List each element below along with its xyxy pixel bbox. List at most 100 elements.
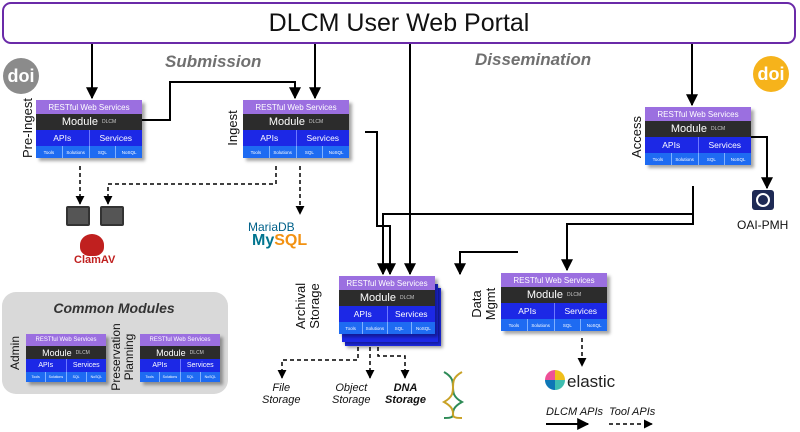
solutions-cell: Solutions: [159, 372, 179, 382]
nosql-cell: NoSQL: [85, 372, 106, 382]
rws-bar: RESTful Web Services: [501, 273, 607, 287]
access-to-archival: [377, 186, 694, 276]
nosql-cell: NoSQL: [115, 146, 142, 158]
services-cell: Services: [553, 303, 608, 319]
label-line: Storage: [262, 394, 301, 406]
rws-bar: RESTful Web Services: [243, 100, 349, 114]
module-name: Module: [156, 347, 186, 358]
label-line: Preservation: [109, 323, 123, 391]
services-cell: Services: [65, 359, 107, 372]
services-cell: Services: [386, 306, 436, 322]
hard-disk-icon: [66, 206, 90, 226]
sql-cell: SQL: [697, 153, 725, 165]
dissemination-heading: Dissemination: [475, 50, 592, 69]
tools-cell: Tools: [652, 156, 664, 162]
rws-bar: RESTful Web Services: [26, 334, 106, 346]
data-mgmt-to-archival: [454, 251, 518, 276]
doi-icon: doi: [3, 58, 39, 94]
clamav-label: ClamAV: [74, 254, 116, 266]
legend-dlcm-apis: DLCM APIs: [546, 406, 604, 418]
rws-bar: RESTful Web Services: [140, 334, 220, 346]
mariadb-label: MariaDB: [248, 220, 295, 234]
label-line: Mgmt: [483, 287, 498, 321]
admin-label: Admin: [8, 336, 22, 371]
portal-title: DLCM User Web Portal: [268, 8, 530, 37]
label-line: Object: [335, 382, 368, 394]
solutions-cell: Solutions: [45, 372, 65, 382]
dlcm-logo: DLCM: [101, 119, 117, 125]
label-line: Planning: [122, 333, 136, 381]
common-modules-title: Common Modules: [53, 300, 175, 316]
pre-ingest-label: Pre-Ingest: [20, 98, 35, 158]
access-label: Access: [629, 116, 644, 158]
solutions-cell: Solutions: [526, 319, 554, 331]
legend-tool-apis: Tool APIs: [609, 406, 656, 418]
apis-cell: APIs: [662, 140, 681, 150]
tools-cell: Tools: [43, 149, 55, 155]
label-line: Storage: [385, 394, 426, 406]
dlcm-logo: DLCM: [75, 349, 90, 356]
label-line: Archival: [293, 282, 308, 330]
label-line: Storage: [307, 283, 322, 329]
pre-ingest-to-ingest: [142, 81, 301, 121]
ingest-label: Ingest: [225, 110, 240, 146]
nosql-cell: NoSQL: [322, 146, 349, 158]
sql-cell: SQL: [65, 372, 86, 382]
rws-bar: RESTful Web Services: [339, 276, 435, 290]
module-name: Module: [670, 123, 707, 135]
sql-cell: SQL: [553, 319, 581, 331]
sql-cell: SQL: [386, 322, 411, 334]
web-portal[interactable]: DLCM User Web Portal: [2, 2, 796, 44]
services-cell: Services: [88, 130, 143, 146]
doi-icon: doi: [753, 56, 789, 92]
mysql-prefix: My: [252, 232, 275, 249]
apis-cell: APIs: [518, 306, 537, 316]
tools-cell: Tools: [31, 375, 40, 379]
module-name: Module: [61, 116, 98, 128]
dlcm-logo: DLCM: [308, 119, 324, 125]
solutions-cell: Solutions: [362, 322, 386, 334]
module-name: Module: [42, 347, 72, 358]
sql-cell: SQL: [295, 146, 323, 158]
submission-heading: Submission: [165, 52, 262, 71]
ingest-to-archival: [365, 131, 396, 276]
ingest-to-clamav: [103, 166, 277, 205]
solutions-cell: Solutions: [61, 146, 89, 158]
tools-cell: Tools: [145, 375, 154, 379]
module-name: Module: [268, 116, 305, 128]
label-line: DNA: [393, 382, 418, 394]
nosql-cell: NoSQL: [724, 153, 751, 165]
sql-cell: SQL: [179, 372, 200, 382]
oai-pmh-icon: [752, 190, 774, 210]
nosql-cell: NoSQL: [410, 322, 435, 334]
apis-cell: APIs: [260, 133, 279, 143]
oai-pmh-label: OAI-PMH: [737, 218, 789, 232]
